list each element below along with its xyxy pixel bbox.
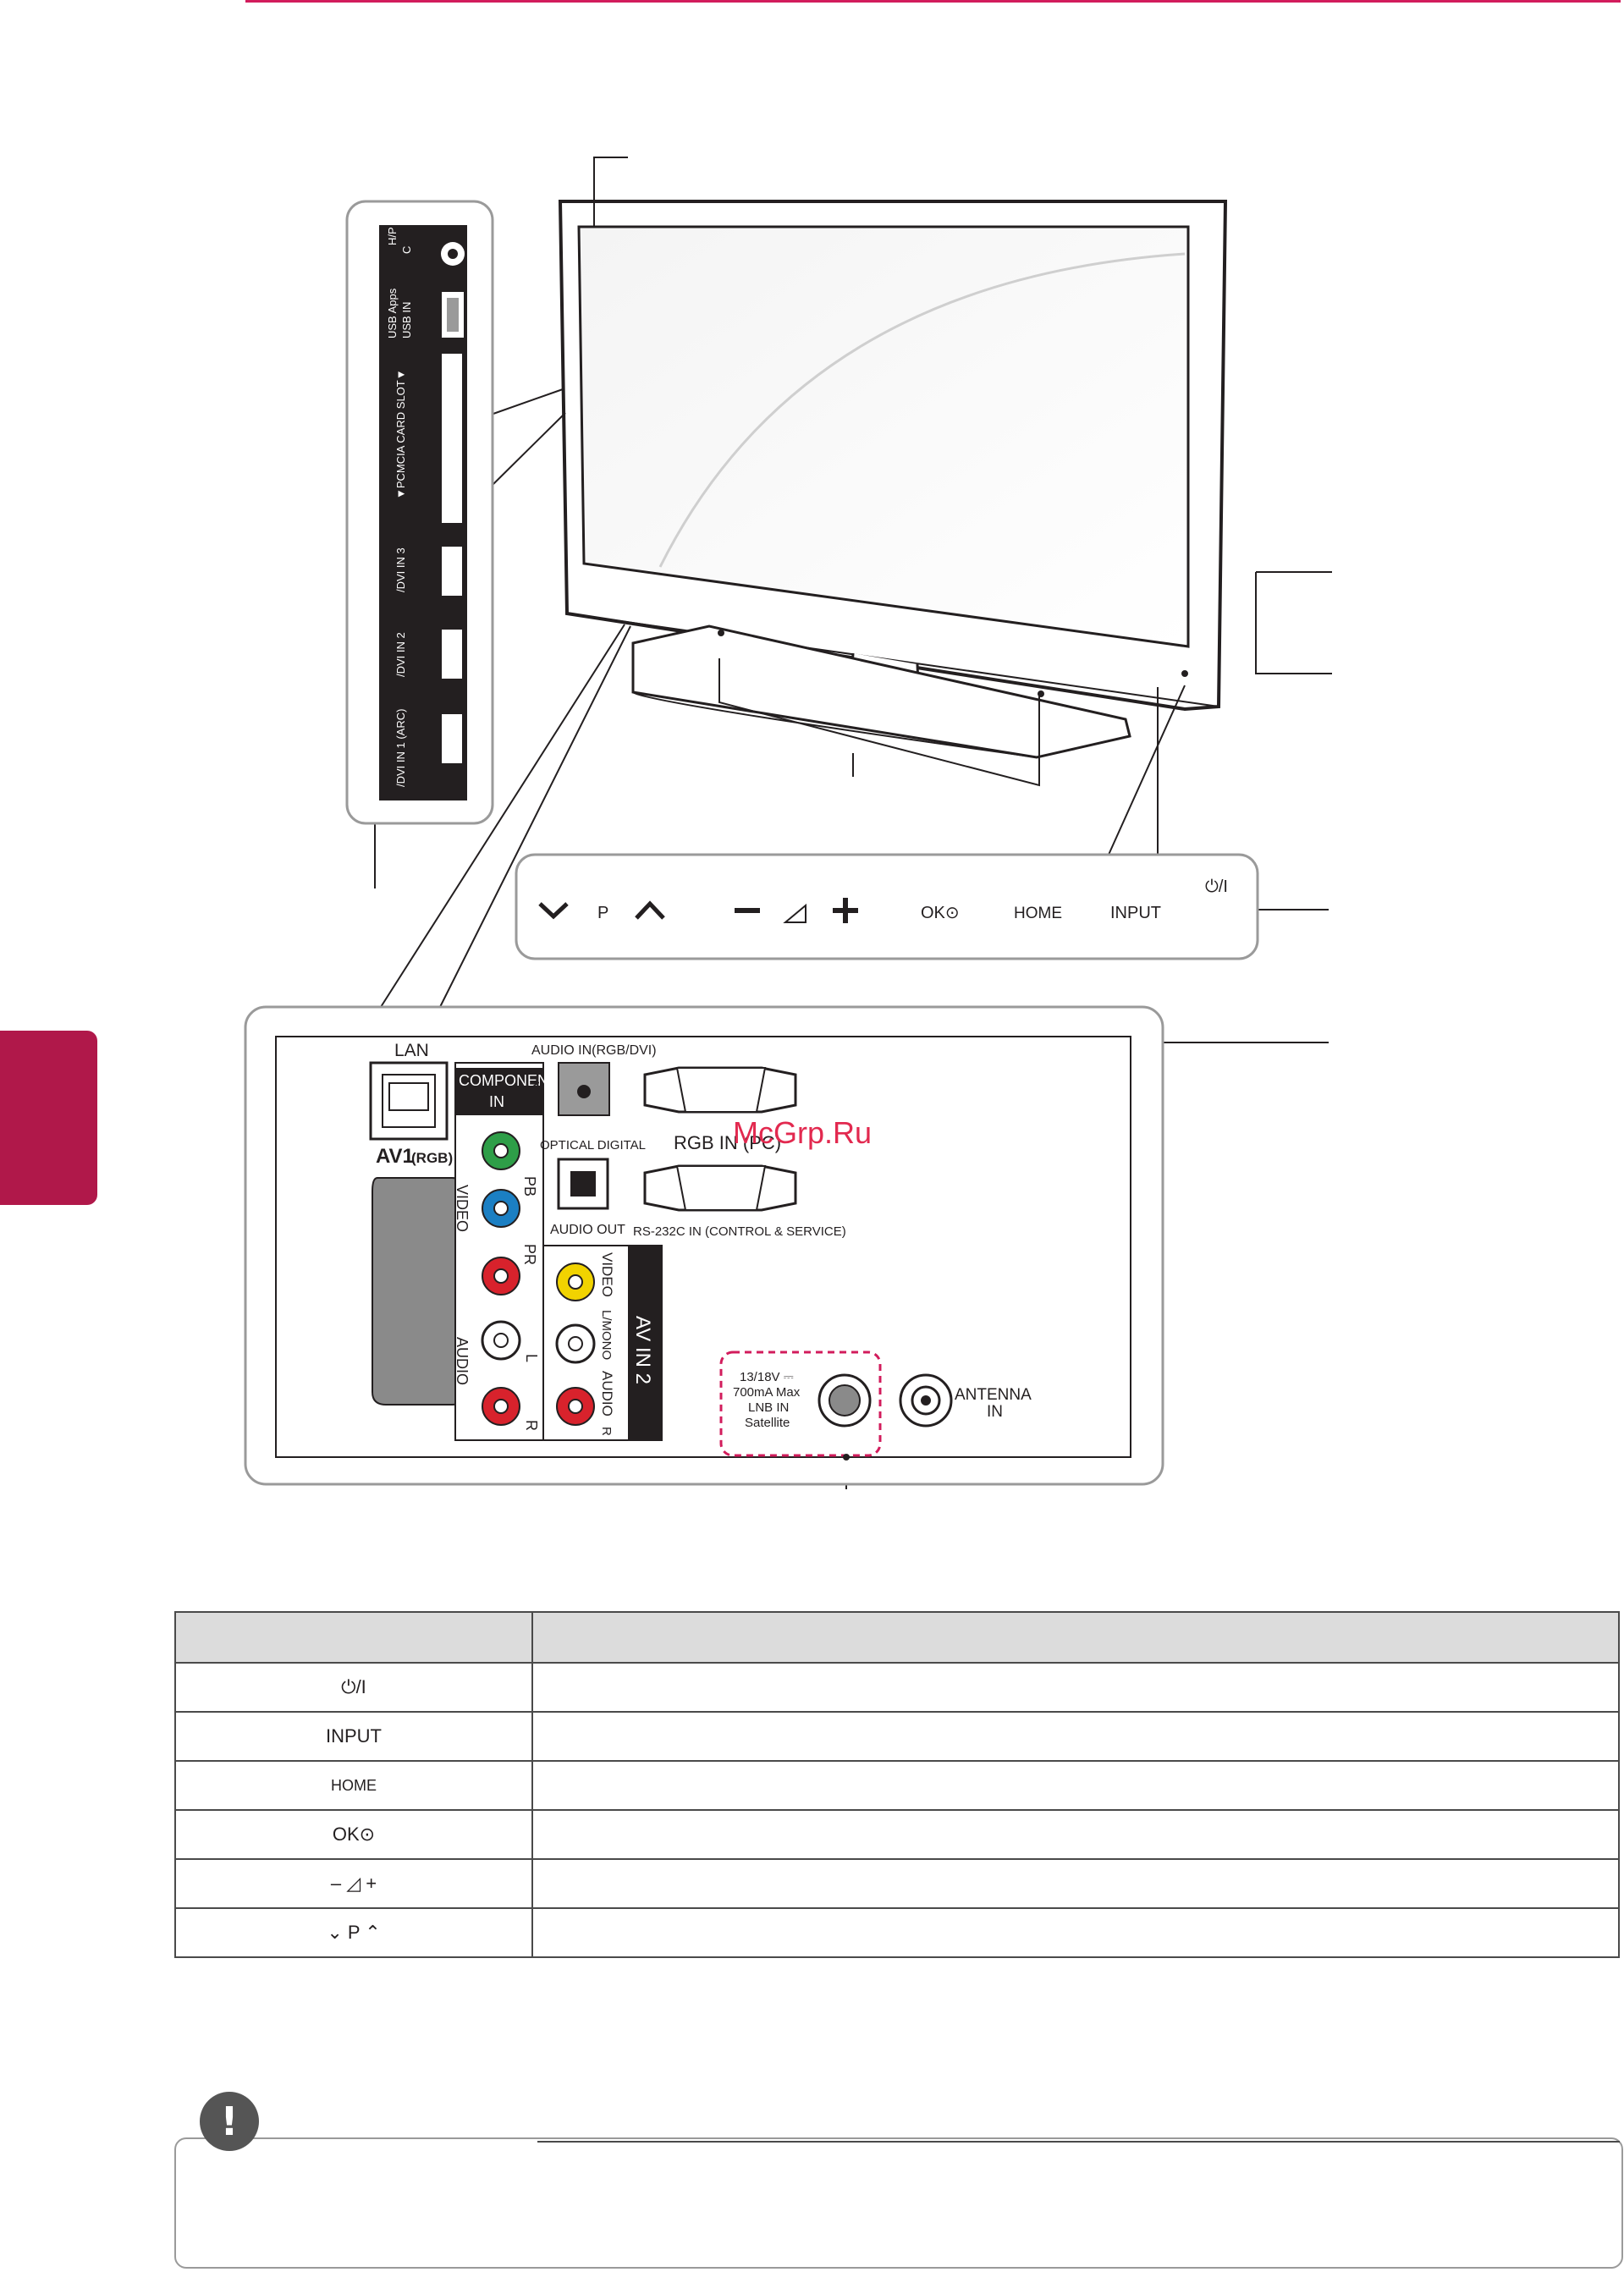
- component-label-2: IN: [489, 1093, 504, 1110]
- antenna-line-1: ANTENNA: [955, 1386, 1032, 1404]
- tv-front: [374, 157, 1332, 1489]
- button-symbol: – ◿ +: [174, 1858, 533, 1909]
- hdmi3-label: /DVI IN 3: [394, 547, 407, 592]
- video-label: VIDEO: [454, 1185, 471, 1232]
- table-row: ⌄ P ⌃: [174, 1907, 1620, 1958]
- av1-sub-label: (RGB): [411, 1150, 453, 1166]
- button-symbol: INPUT: [174, 1711, 533, 1762]
- button-symbol: ⌄ P ⌃: [174, 1907, 533, 1958]
- header-col-description: [531, 1611, 1620, 1664]
- table-row: INPUT: [174, 1711, 1620, 1762]
- minus-icon: [735, 908, 760, 913]
- rgb-in-label: RGB IN (PC): [674, 1132, 781, 1153]
- audio-out-label: AUDIO OUT: [550, 1223, 625, 1237]
- av1-label: AV1: [376, 1145, 414, 1168]
- lnb-line-1: 13/18V ⎓: [740, 1370, 794, 1384]
- volume-icon: [783, 903, 806, 923]
- optical-label: OPTICAL DIGITAL: [540, 1138, 646, 1153]
- chevron-down-icon: [538, 902, 569, 920]
- r-label: R: [523, 1420, 540, 1431]
- y-label: Y: [525, 1081, 542, 1092]
- button-description: [531, 1858, 1620, 1909]
- table-row: – ◿ +: [174, 1858, 1620, 1909]
- table-header: [174, 1611, 1620, 1664]
- note-icon: !: [200, 2092, 259, 2151]
- hp-label: H/P: [386, 227, 399, 245]
- side-connector-panel: [345, 200, 494, 825]
- av2-r-label: R: [599, 1427, 614, 1436]
- control-ok-label: OK⊙: [921, 904, 960, 922]
- control-power-label: ⏻/I: [1205, 877, 1228, 896]
- lnb-line-2: 700mA Max: [733, 1385, 801, 1400]
- note-box: [174, 2137, 1623, 2269]
- lnb-line-3: LNB IN: [748, 1400, 789, 1415]
- usb-apps-label: USB Apps: [386, 288, 399, 338]
- pr-label: PR: [521, 1244, 538, 1265]
- audio-in-label: AUDIO IN(RGB/DVI): [531, 1043, 657, 1058]
- av2-lmono-label: L/MONO: [599, 1310, 614, 1360]
- chevron-up-icon: [635, 900, 665, 920]
- pb-label: PB: [521, 1176, 538, 1197]
- control-home-label: HOME: [1014, 905, 1062, 922]
- control-p-label: P: [597, 904, 608, 922]
- lnb-line-4: Satellite: [745, 1416, 790, 1430]
- rs232-label: RS-232C IN (CONTROL & SERVICE): [633, 1224, 846, 1239]
- button-symbol: HOME: [174, 1760, 533, 1811]
- table-row: ⏻/I: [174, 1662, 1620, 1713]
- table-row: HOME: [174, 1760, 1620, 1811]
- audio-label: AUDIO: [454, 1337, 471, 1385]
- av2-video-label: VIDEO: [599, 1252, 615, 1297]
- control-input-label: INPUT: [1110, 904, 1161, 922]
- button-symbol: OK⊙: [174, 1809, 533, 1860]
- control-bar: [515, 853, 1259, 960]
- button-description: [531, 1711, 1620, 1762]
- table-row: OK⊙: [174, 1809, 1620, 1860]
- av-in-2-label: AV IN 2: [631, 1316, 654, 1384]
- component-label-1: COMPONENT: [459, 1072, 558, 1089]
- hdmi1-label: /DVI IN 1 (ARC): [394, 709, 407, 787]
- pcmcia-label: ▼PCMCIA CARD SLOT▼: [394, 369, 407, 499]
- usb-in-label: USB IN: [400, 302, 413, 338]
- note-rule: [537, 2141, 1620, 2143]
- buttons-table: ⏻/I INPUT HOME OK⊙ – ◿ + ⌄ P ⌃: [174, 1611, 1620, 1958]
- header-col-button: [174, 1611, 533, 1664]
- top-rule: [245, 0, 1621, 3]
- hdmi2-label: /DVI IN 2: [394, 632, 407, 677]
- lan-label: LAN: [394, 1041, 429, 1060]
- button-symbol: ⏻/I: [174, 1662, 533, 1713]
- button-description: [531, 1662, 1620, 1713]
- hp-sub-label: C: [400, 246, 413, 254]
- watermark: McGrp.Ru: [733, 1115, 873, 1150]
- l-label: L: [523, 1354, 540, 1362]
- antenna-line-2: IN: [987, 1403, 1003, 1421]
- button-description: [531, 1907, 1620, 1958]
- button-description: [531, 1809, 1620, 1860]
- jacks-component: [481, 1131, 521, 1426]
- rear-connector-panel: [244, 1005, 1164, 1486]
- av2-audio-label: AUDIO: [599, 1371, 615, 1417]
- button-description: [531, 1760, 1620, 1811]
- section-tab: [0, 1031, 97, 1205]
